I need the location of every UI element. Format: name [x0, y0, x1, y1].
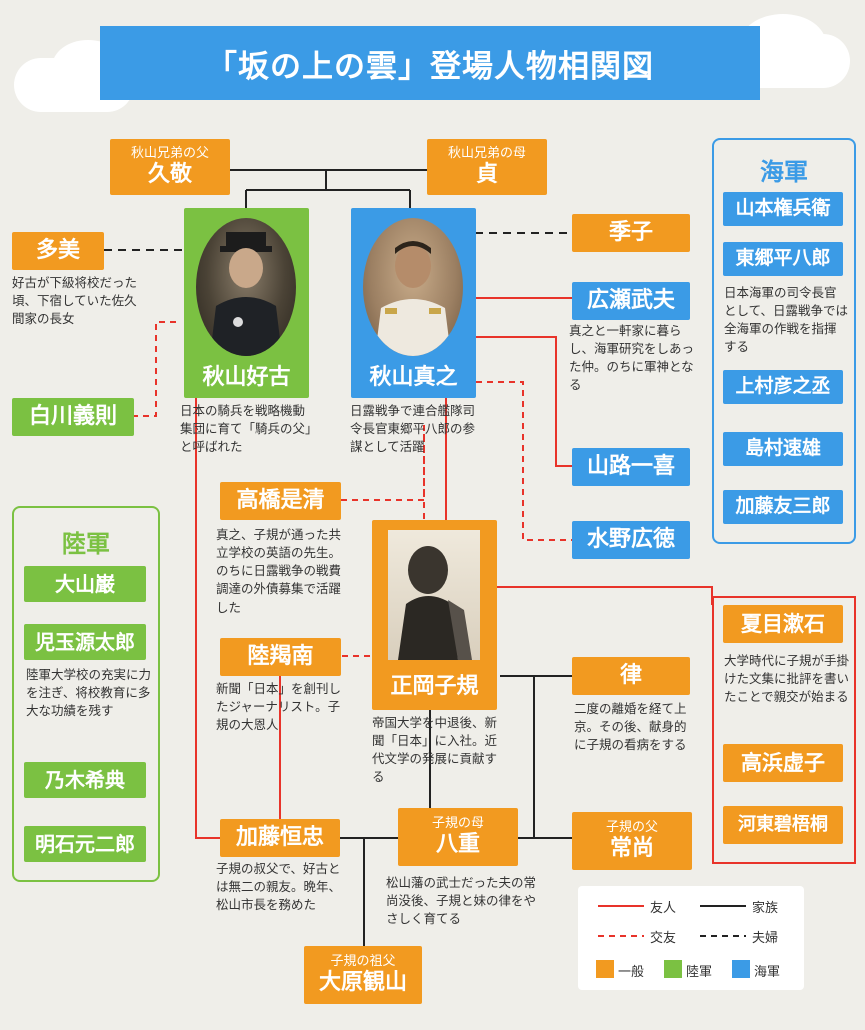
- yoshifuru-portrait: [196, 218, 296, 356]
- yae-name: 八重: [435, 831, 480, 857]
- shiki-portrait: [388, 530, 480, 660]
- tsunenao-role-label: 子規の父: [605, 819, 658, 835]
- kato-tsunetada-box: 加藤恒忠: [220, 819, 340, 857]
- legend-line-samples: [598, 905, 746, 937]
- legend-friend-label: 友人: [650, 901, 677, 916]
- legend-acquaintance-label: 交友: [650, 931, 677, 946]
- shirakawa-box: 白川義則: [12, 398, 134, 436]
- sueko-box: 季子: [572, 214, 690, 252]
- yoshifuru-name: 秋山好古: [202, 365, 291, 391]
- ritsu-box: 律: [572, 657, 690, 695]
- saneyuki-name: 秋山真之: [369, 365, 458, 391]
- literary-panel: [712, 596, 856, 864]
- legend-general-label: 一般: [618, 965, 645, 980]
- tami-box: 多美: [12, 232, 104, 270]
- saneyuki-portrait: [363, 218, 463, 356]
- ohara-box: 子規の祖父 大原観山: [304, 946, 422, 1004]
- army-member-nogi: 乃木希典: [24, 762, 146, 798]
- yoshifuru-description: 日本の騎兵を戦略機動集団に育て「騎兵の父」と呼ばれた: [180, 403, 312, 455]
- legend-army-label: 陸軍: [686, 965, 713, 980]
- mother-sada-box: 秋山兄弟の母 貞: [427, 139, 547, 195]
- literary-member-soseki: 夏目漱石: [723, 605, 843, 643]
- tsunenao-box: 子規の父 常尚: [572, 812, 692, 870]
- togo-description: 日本海軍の司令長官として、日露戦争では全海軍の作戦を指揮する: [724, 285, 849, 355]
- hirose-box: 広瀬武夫: [572, 282, 690, 320]
- takahashi-description: 真之、子規が通った共立学校の英語の先生。のちに日露戦争の戦費調達の外債募集で活躍…: [216, 527, 342, 615]
- officer-silhouette-icon: [375, 241, 451, 356]
- yae-description: 松山藩の武士だった夫の常尚没後、子規と妹の律をやさしく育てる: [386, 875, 537, 927]
- shiki-silhouette-icon: [398, 546, 472, 660]
- navy-panel: [712, 138, 856, 544]
- soseki-description: 大学時代に子規が手掛けた文集に批評を書いたことで親交が始まる: [724, 653, 850, 705]
- yae-role-label: 子規の母: [431, 815, 484, 831]
- legend-army-swatch: [664, 960, 682, 978]
- army-panel: [12, 506, 160, 882]
- navy-member-kamimura: 上村彦之丞: [723, 370, 843, 404]
- literary-member-kyoshi: 高浜虚子: [723, 744, 843, 782]
- legend-navy-label: 海軍: [754, 965, 781, 980]
- legend: 友人 家族 交友 夫婦 一般 陸軍 海軍: [578, 886, 804, 990]
- page-title: 「坂の上の雲」登場人物相関図: [100, 26, 760, 100]
- ohara-role-label: 子規の祖父: [330, 953, 396, 969]
- kato-tsunetada-description: 子規の叔父で、好古とは無二の親友。晩年、松山市長を務めた: [216, 861, 342, 913]
- literary-member-hekigoto: 河東碧梧桐: [723, 806, 843, 844]
- mother-role-label: 秋山兄弟の母: [447, 145, 526, 161]
- ritsu-description: 二度の離婚を経て上京。その後、献身的に子規の看病をする: [574, 701, 687, 753]
- navy-member-shimamura: 島村速雄: [723, 432, 843, 466]
- army-panel-title: 陸軍: [62, 530, 110, 558]
- father-name: 久敬: [147, 161, 192, 187]
- father-role-label: 秋山兄弟の父: [130, 145, 209, 161]
- army-member-kodama: 児玉源太郎: [24, 624, 146, 660]
- takahashi-box: 高橋是清: [220, 482, 341, 520]
- mizuno-box: 水野広徳: [572, 521, 690, 559]
- shiki-description: 帝国大学を中退後、新聞「日本」に入社。近代文学の発展に貢献する: [372, 715, 498, 785]
- yamaji-box: 山路一喜: [572, 448, 690, 486]
- kuga-box: 陸羯南: [220, 638, 341, 676]
- tami-description: 好古が下級将校だった頃、下宿していた佐久間家の長女: [12, 275, 138, 327]
- army-member-oyama: 大山巌: [24, 566, 146, 602]
- navy-panel-title: 海軍: [760, 158, 808, 186]
- saneyuki-description: 日露戦争で連合艦隊司令長官東郷平八郎の参謀として活躍: [350, 403, 476, 455]
- yae-box: 子規の母 八重: [398, 808, 518, 866]
- legend-family-label: 家族: [752, 901, 779, 916]
- legend-general-swatch: [596, 960, 614, 978]
- soldier-silhouette-icon: [210, 232, 282, 356]
- navy-member-togo: 東郷平八郎: [723, 242, 843, 276]
- kuga-description: 新聞「日本」を創刊したジャーナリスト。子規の大恩人: [216, 681, 342, 733]
- mother-name: 貞: [475, 161, 498, 187]
- legend-navy-swatch: [732, 960, 750, 978]
- navy-member-yamamoto: 山本権兵衛: [723, 192, 843, 226]
- father-hisataka-box: 秋山兄弟の父 久敬: [110, 139, 230, 195]
- legend-spouse-label: 夫婦: [752, 931, 779, 946]
- army-member-akashi: 明石元二郎: [24, 826, 146, 862]
- shiki-name: 正岡子規: [390, 674, 479, 700]
- ohara-name: 大原観山: [318, 969, 407, 995]
- kodama-description: 陸軍大学校の充実に力を注ぎ、将校教育に多大な功績を残す: [26, 667, 152, 719]
- hirose-description: 真之と一軒家に暮らし、海軍研究をしあった仲。のちに軍神となる: [569, 323, 695, 393]
- tsunenao-name: 常尚: [609, 835, 654, 861]
- navy-member-kato-tomosaburo: 加藤友三郎: [723, 490, 843, 524]
